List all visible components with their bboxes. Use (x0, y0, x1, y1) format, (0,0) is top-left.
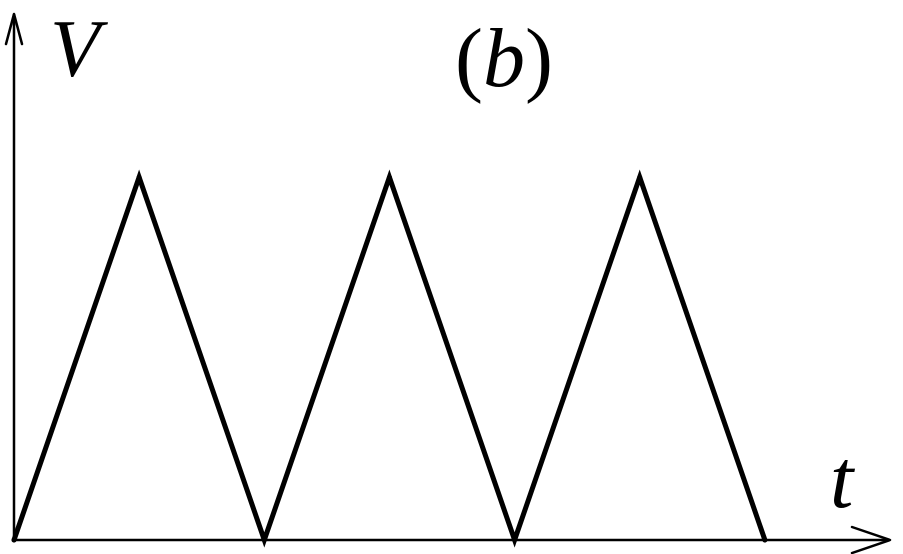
y-axis-label: V (50, 3, 108, 94)
x-axis-label: t (830, 433, 856, 526)
data-point (512, 537, 518, 543)
title-close-paren: ) (525, 12, 553, 105)
data-point (762, 537, 768, 543)
data-point (136, 174, 142, 180)
title-letter: b (483, 12, 525, 105)
title-open-paren: ( (455, 12, 483, 105)
data-point (386, 174, 392, 180)
y-axis-arrow (4, 12, 24, 46)
series-line (11, 169, 768, 548)
data-point (11, 537, 17, 543)
data-point (637, 174, 643, 180)
data-points (11, 174, 768, 543)
data-point (261, 537, 267, 543)
x-axis-arrow (850, 525, 892, 554)
chart-title: (b) (455, 12, 553, 105)
